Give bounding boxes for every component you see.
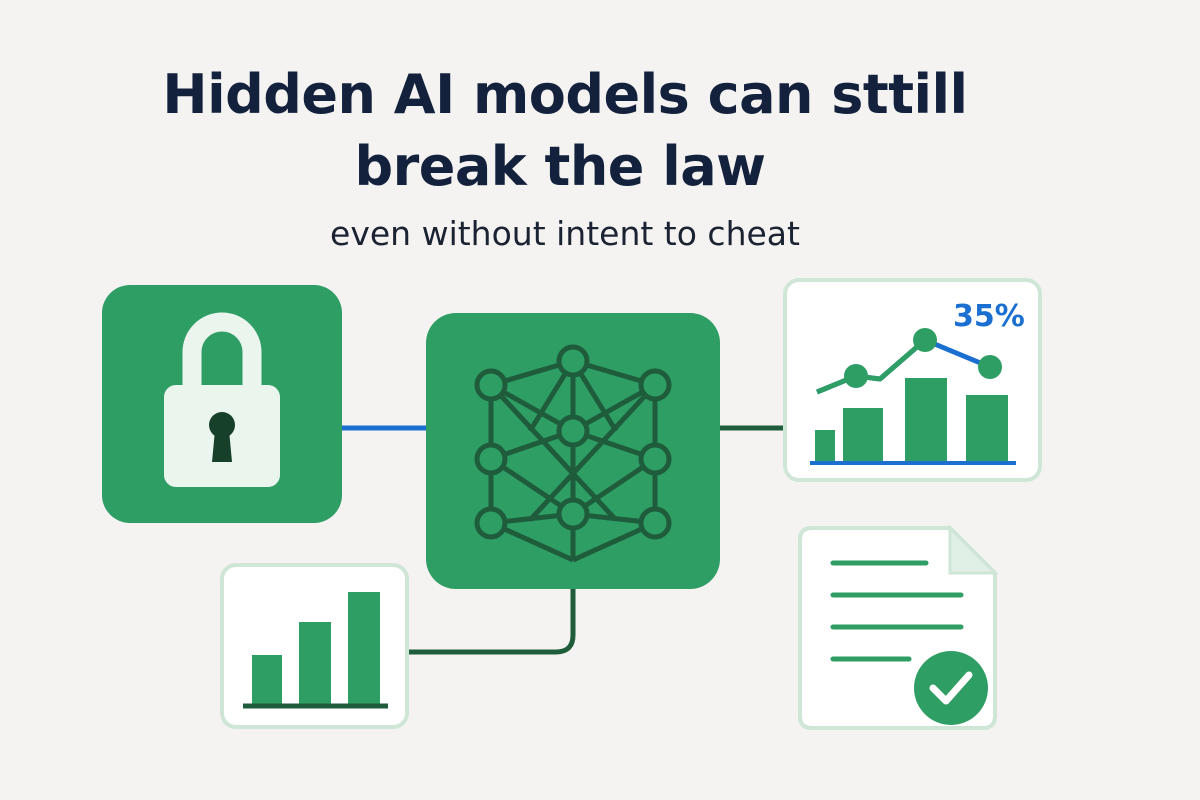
document-lines: [830, 560, 964, 662]
growth-chart-card: 35%: [783, 278, 1042, 482]
lock-card: [102, 285, 342, 523]
bar-line-chart-icon: [810, 328, 1016, 465]
neural-network-icon: [474, 344, 672, 563]
connectors: [340, 425, 788, 655]
growth-percent-label: 35%: [953, 299, 1025, 334]
check-badge-icon: [914, 651, 988, 725]
small-chart-card: [220, 563, 409, 729]
bar-chart-icon: [243, 592, 388, 709]
network-to-small-chart-connector: [405, 585, 576, 655]
title-line-1: Hidden AI models can sttill: [162, 63, 968, 126]
title-line-2: break the law: [354, 135, 766, 198]
lock-icon: [164, 312, 280, 487]
subtitle: even without intent to cheat: [330, 214, 800, 253]
document-card: [798, 524, 999, 730]
network-card: [426, 313, 720, 589]
